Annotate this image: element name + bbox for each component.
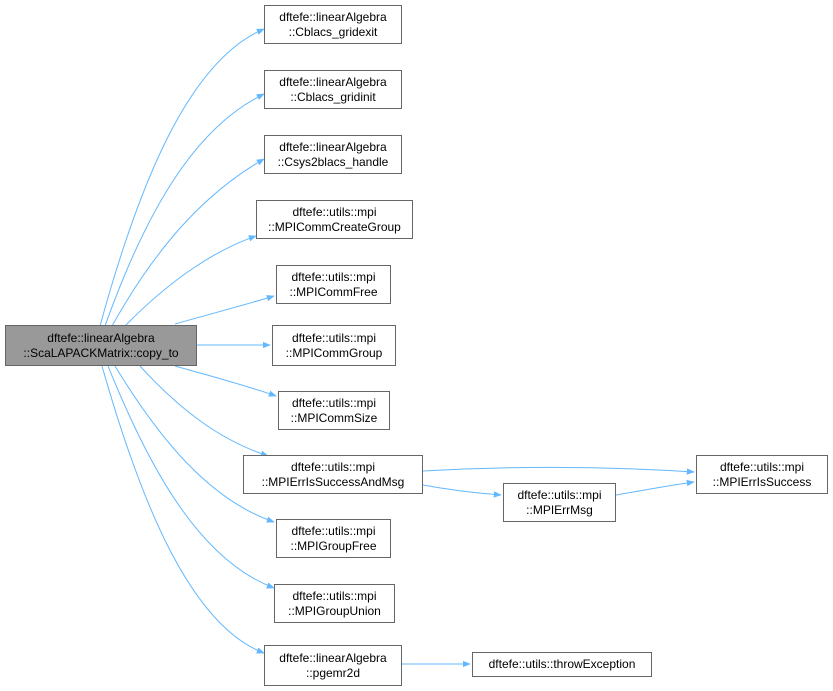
node-cblacs-gridinit[interactable]: dftefe::linearAlgebra ::Cblacs_gridinit: [264, 70, 402, 109]
node-mpi-comm-group[interactable]: dftefe::utils::mpi ::MPICommGroup: [272, 325, 396, 366]
node-mpi-group-free[interactable]: dftefe::utils::mpi ::MPIGroupFree: [276, 519, 391, 558]
node-scalapack-copy-to: dftefe::linearAlgebra ::ScaLAPACKMatrix:…: [5, 325, 197, 366]
edge-root-commfree: [174, 295, 275, 325]
node-mpi-group-union[interactable]: dftefe::utils::mpi ::MPIGroupUnion: [274, 584, 395, 623]
node-mpi-comm-size[interactable]: dftefe::utils::mpi ::MPICommSize: [278, 391, 390, 430]
edge-root-csys2blacs: [111, 158, 265, 327]
edge-root-commcreategroup: [124, 235, 257, 327]
node-mpi-comm-create-group[interactable]: dftefe::utils::mpi ::MPICommCreateGroup: [256, 200, 413, 239]
edge-msg-errmsg: [422, 484, 502, 498]
node-csys2blacs-handle[interactable]: dftefe::linearAlgebra ::Csys2blacs_handl…: [264, 135, 402, 174]
edge-errmsg-errissuccess: [615, 479, 695, 496]
node-cblacs-gridexit[interactable]: dftefe::linearAlgebra ::Cblacs_gridexit: [264, 5, 402, 44]
edge-root-commsize: [174, 365, 277, 397]
edge-root-gridexit: [99, 28, 265, 327]
node-throw-exception[interactable]: dftefe::utils::throwException: [472, 652, 652, 677]
node-mpi-err-is-success[interactable]: dftefe::utils::mpi ::MPIErrIsSuccess: [696, 455, 828, 494]
edge-root-groupunion: [107, 365, 275, 589]
node-mpi-err-msg[interactable]: dftefe::utils::mpi ::MPIErrMsg: [503, 483, 616, 522]
node-mpi-comm-free[interactable]: dftefe::utils::mpi ::MPICommFree: [276, 265, 391, 304]
node-mpi-err-is-success-and-msg[interactable]: dftefe::utils::mpi ::MPIErrIsSuccessAndM…: [243, 455, 423, 494]
edge-root-gridinit: [104, 93, 265, 327]
edge-root-errissuccessandmsg: [139, 365, 269, 457]
edge-root-pgemr2d: [101, 365, 265, 654]
edge-msg-errissuccess: [422, 466, 695, 475]
node-pgemr2d[interactable]: dftefe::linearAlgebra ::pgemr2d: [264, 645, 402, 686]
edge-root-groupfree: [114, 365, 275, 523]
